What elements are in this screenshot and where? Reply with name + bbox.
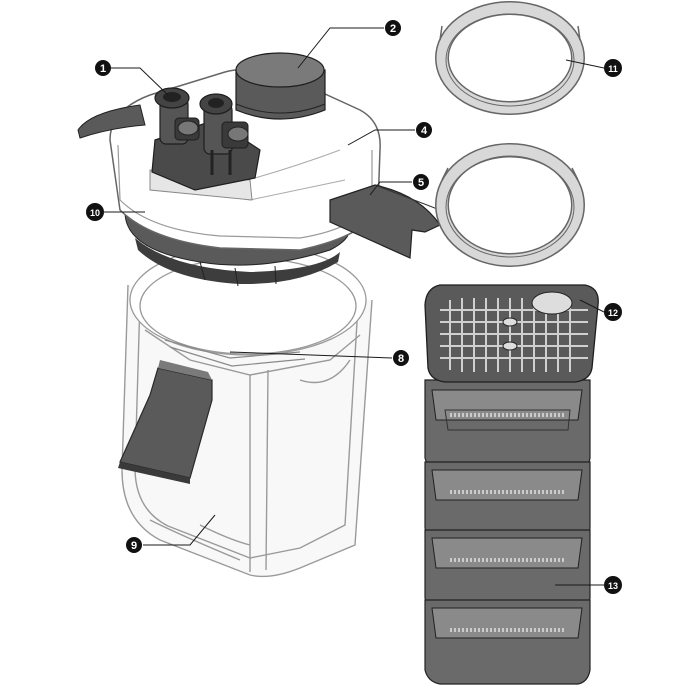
- leader-lines: [104, 27, 605, 586]
- callout-13-label: 13: [608, 581, 618, 591]
- callout-10-label: 10: [90, 208, 100, 218]
- priming-cap: [235, 52, 326, 120]
- callout-8: 8: [393, 350, 409, 366]
- callout-11-label: 11: [608, 64, 618, 74]
- leader-9: [143, 514, 216, 546]
- canister-body: [121, 284, 373, 578]
- leader-8: [229, 351, 393, 359]
- hose-coil-bottom: [435, 143, 585, 267]
- leader-12: [579, 299, 605, 313]
- valve-connector-right: [199, 93, 249, 175]
- hose-coil-top: [435, 1, 585, 115]
- callout-9: 9: [126, 537, 142, 553]
- callout-5: 5: [413, 174, 429, 190]
- leader-1: [110, 67, 169, 96]
- leader-11: [565, 59, 605, 69]
- callout-2: 2: [385, 20, 401, 36]
- media-tray-2: [424, 461, 591, 543]
- callout-10: 10: [86, 203, 104, 221]
- callout-13: 13: [604, 576, 622, 594]
- callout-1-label: 1: [100, 63, 106, 75]
- lid-handle-left: [77, 104, 146, 139]
- callout-9-label: 9: [131, 540, 137, 552]
- leader-5: [369, 181, 412, 196]
- callout-5-label: 5: [418, 177, 424, 189]
- callout-1: 1: [95, 60, 111, 76]
- lid-handle-right: [329, 184, 441, 259]
- leader-4: [347, 129, 415, 146]
- media-tray-3: [424, 529, 591, 613]
- canister-clamp: [118, 360, 213, 484]
- media-tray-4: [424, 599, 591, 685]
- callout-11: 11: [604, 59, 622, 77]
- callout-12: 12: [604, 303, 622, 321]
- callout-12-label: 12: [608, 308, 618, 318]
- callout-4: 4: [416, 122, 432, 138]
- media-tray-1: [424, 379, 591, 473]
- tray-grid-cover: [424, 284, 599, 383]
- leader-2: [297, 27, 384, 69]
- callout-2-label: 2: [390, 23, 396, 35]
- callout-4-label: 4: [421, 125, 428, 137]
- callout-8-label: 8: [398, 353, 404, 365]
